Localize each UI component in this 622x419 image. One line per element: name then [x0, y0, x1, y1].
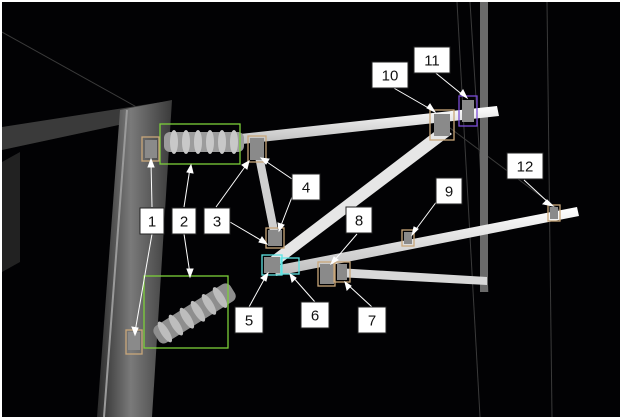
svg-text:9: 9 [445, 184, 453, 201]
svg-text:5: 5 [245, 313, 253, 330]
overhead-wires [2, 2, 563, 417]
box-fitting-11 [458, 95, 478, 127]
box-fitting-4 [265, 227, 285, 249]
mast [2, 100, 172, 417]
svg-text:1: 1 [148, 214, 156, 231]
vertical-strut [254, 150, 280, 242]
callout-7: 7 [357, 306, 387, 334]
fittings [128, 100, 558, 350]
callout-2: 2 [171, 207, 197, 235]
callout-4: 4 [291, 173, 321, 201]
vertical-pole [480, 2, 488, 292]
box-fitting-3 [247, 135, 267, 163]
svg-text:2: 2 [180, 214, 188, 231]
callout-12: 12 [506, 152, 544, 180]
box-clamp-5 [261, 254, 283, 276]
box-fitting-7 [333, 261, 351, 283]
callout-8: 8 [345, 206, 373, 234]
box-fitting-12 [547, 204, 561, 222]
box-fitting-10 [429, 109, 455, 141]
lower-cantilever-tube [274, 207, 579, 276]
callout-9: 9 [435, 177, 463, 205]
box-insulator-lower [143, 275, 229, 349]
callout-5: 5 [234, 306, 264, 334]
svg-text:11: 11 [424, 53, 440, 70]
svg-text:10: 10 [382, 68, 399, 85]
svg-text:3: 3 [213, 214, 221, 231]
svg-text:6: 6 [311, 308, 319, 325]
leader-lines [131, 69, 555, 337]
callout-10: 10 [371, 61, 409, 89]
registration-arm [337, 268, 487, 285]
svg-text:12: 12 [517, 159, 534, 176]
svg-text:8: 8 [355, 213, 363, 230]
lower-insulator [153, 283, 236, 344]
box-fitting-8 [317, 261, 336, 287]
callout-3: 3 [203, 207, 231, 235]
svg-text:7: 7 [368, 313, 376, 330]
callout-6: 6 [300, 301, 330, 329]
upper-cantilever-tube [240, 106, 499, 144]
upper-insulator [164, 130, 244, 154]
detection-boxes [125, 95, 561, 355]
box-fitting-9 [401, 229, 415, 247]
callout-11: 11 [413, 46, 451, 74]
svg-text:4: 4 [302, 180, 310, 197]
callout-1: 1 [139, 207, 165, 235]
box-insulator-upper [159, 123, 241, 165]
diagonal-brace [264, 126, 452, 270]
callouts: 1 2 3 4 5 6 7 [139, 46, 544, 334]
